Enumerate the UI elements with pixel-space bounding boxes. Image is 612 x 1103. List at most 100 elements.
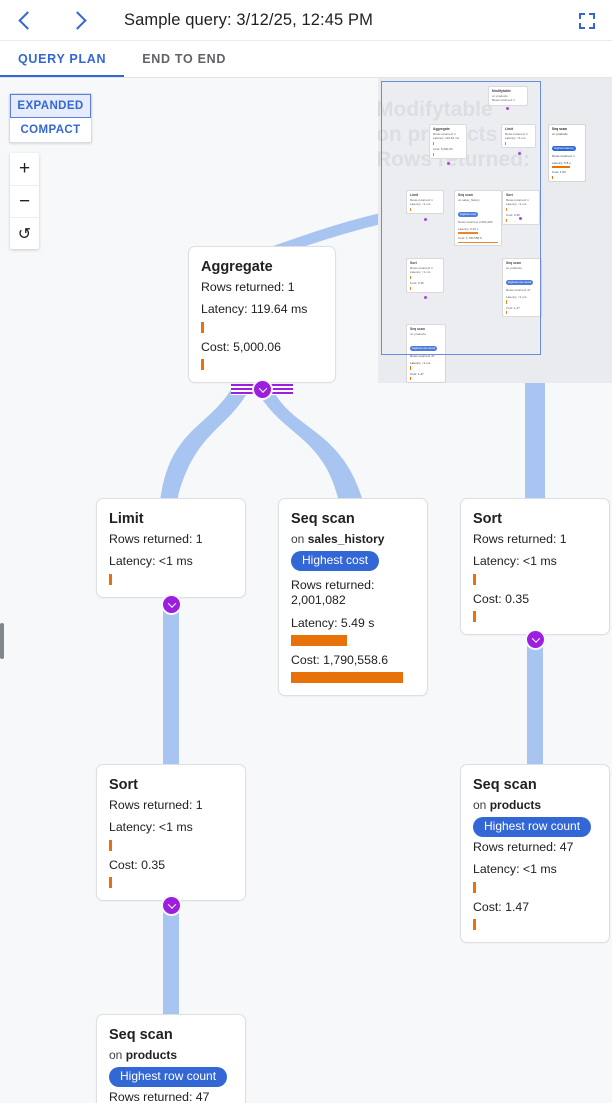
node-cost: Cost: 1,790,558.6 [291, 653, 389, 668]
minimap-node-badge: Highest row count [410, 346, 438, 351]
node-table-name: sales_history [307, 531, 385, 546]
plan-canvas[interactable]: Modifytable on products Rows returned: M… [0, 78, 612, 1103]
minimap-collapse-dot[interactable] [424, 218, 427, 221]
minimap-node-rows: Rows returned: 1 [433, 131, 456, 136]
previous-query-button[interactable] [10, 3, 44, 37]
node-table: on products [109, 1048, 233, 1062]
plan-node-seqscan-products-right[interactable]: Seq scan on products Highest row count R… [460, 764, 610, 944]
latency-bar [473, 881, 476, 893]
minimap-node-sort-left[interactable]: Sort Rows returned: 1 Latency: <1 ms Cos… [406, 258, 444, 293]
minimap-collapse-dot[interactable] [424, 296, 427, 299]
minimap-cost-bar [458, 241, 498, 244]
collapse-toggle-sort-right[interactable] [527, 631, 544, 648]
chevron-left-icon [17, 10, 37, 30]
minimap-node-sort-mid[interactable]: Sort Rows returned: 1 Latency: <1 ms Cos… [502, 190, 540, 225]
minimap-node-seqscan-sales[interactable]: Seq scan on sales_history Highest cost R… [454, 190, 502, 247]
node-cost: Cost: 5,000.06 [201, 339, 281, 354]
minimap-collapse-dot[interactable] [447, 162, 450, 165]
node-on-prefix: on [109, 1047, 123, 1062]
chevron-down-icon [167, 598, 176, 608]
node-cost: Cost: 0.35 [109, 857, 166, 872]
cost-bar [201, 358, 204, 370]
chevron-right-icon [67, 10, 87, 30]
tab-end-to-end[interactable]: END TO END [142, 52, 227, 66]
minimap-latency-bar [552, 166, 570, 169]
minimap[interactable]: Modifytable on products Rows returned: M… [378, 78, 612, 383]
minimap-node-sub: on products [492, 93, 508, 98]
plan-node-limit[interactable]: Limit Rows returned: 1 Latency: <1 ms [96, 498, 246, 598]
minimap-node-latency: Latency: 5.49 s [458, 226, 479, 231]
next-query-button[interactable] [60, 3, 94, 37]
zoom-out-button[interactable]: − [10, 185, 39, 217]
minimap-node-rows: Rows returned: 1 [506, 197, 529, 202]
reset-view-button[interactable]: ↺ [10, 217, 39, 249]
minimap-node-sub: on products [552, 131, 568, 136]
minimap-node-limit-top[interactable]: Limit Rows returned: 1 Latency: <1 ms [501, 124, 536, 149]
node-latency: Latency: <1 ms [473, 862, 557, 877]
minimap-latency-bar [506, 207, 507, 212]
minimap-node-seqscan-latency[interactable]: Seq scan on products Highest latency Row… [548, 124, 586, 182]
node-rows-returned: Rows returned: 1 [201, 279, 295, 294]
minimap-node-seqscan-products-mid[interactable]: Seq scan on products Highest row count R… [502, 258, 542, 318]
minimap-node-latency: Latency: 5.8 s [552, 160, 571, 165]
compact-mode-button[interactable]: COMPACT [20, 124, 81, 136]
minimap-collapse-dot[interactable] [519, 217, 522, 220]
fullscreen-button[interactable] [574, 8, 600, 34]
plan-node-seqscan-sales-history[interactable]: Seq scan on sales_history Highest cost R… [278, 498, 428, 697]
layout-mode-group: EXPANDED COMPACT [9, 93, 92, 143]
cost-bar [473, 919, 476, 931]
minimap-node-rows: Rows returned: 1 [410, 265, 433, 270]
latency-bar [291, 635, 347, 647]
zoom-in-button[interactable]: + [18, 158, 31, 179]
minimap-node-latency: Latency: 119.64 ms [433, 136, 459, 141]
status-badge-highest-row-count[interactable]: Highest row count [109, 1066, 228, 1088]
node-rows-returned: Rows returned: 1 [109, 797, 203, 812]
minimap-node-badge: Highest latency [552, 146, 576, 151]
minimap-collapse-dot[interactable] [506, 107, 509, 110]
expanded-mode-button[interactable]: EXPANDED [10, 94, 91, 118]
minimap-node-latency: Latency: <1 ms [410, 360, 431, 365]
collapse-toggle-aggregate[interactable] [254, 381, 271, 398]
minimap-node-badge: Highest row count [506, 280, 534, 285]
minimap-node-title: Seq scan [410, 327, 425, 331]
collapse-toggle-sort-left[interactable] [163, 897, 180, 914]
minimap-node-modifytable[interactable]: Modifytable on products Rows returned: 1 [488, 86, 528, 106]
minimap-node-cost: Cost: 1,790,558.6 [458, 236, 482, 241]
plan-node-aggregate[interactable]: Aggregate Rows returned: 1 Latency: 119.… [188, 246, 336, 383]
edge-aggregate-to-seqscan-sales [256, 388, 362, 498]
node-latency: Latency: 119.64 ms [201, 302, 308, 317]
minimap-node-aggregate[interactable]: Aggregate Rows returned: 1 Latency: 119.… [429, 124, 467, 159]
minimap-node-seqscan-products-bottom[interactable]: Seq scan on products Highest row count R… [406, 324, 446, 383]
minimap-collapse-dot[interactable] [518, 152, 521, 155]
node-table-name: products [489, 797, 542, 812]
plan-node-sort-left[interactable]: Sort Rows returned: 1 Latency: <1 ms Cos… [96, 764, 246, 901]
edge-sort-right-to-seqscan [527, 633, 543, 783]
cost-bar [291, 672, 403, 684]
latency-bar [109, 839, 112, 851]
node-rows-returned: Rows returned: 2,001,082 [291, 578, 375, 608]
node-table: on products [473, 798, 597, 812]
minimap-latency-bar [410, 275, 411, 280]
minimap-viewport-rect[interactable] [381, 81, 541, 355]
collapse-toggle-limit[interactable] [163, 596, 180, 613]
canvas-scrollbar[interactable] [0, 623, 4, 659]
latency-bar [109, 573, 112, 585]
minimap-cost-bar [410, 377, 411, 381]
plan-node-seqscan-products-bottom[interactable]: Seq scan on products Highest row count R… [96, 1014, 246, 1103]
minimap-node-title: Aggregate [433, 127, 450, 131]
plan-node-sort-right[interactable]: Sort Rows returned: 1 Latency: <1 ms Cos… [460, 498, 610, 635]
fullscreen-icon-bl [579, 23, 585, 29]
minimap-node-title: Seq scan [552, 127, 567, 131]
fullscreen-icon [579, 13, 585, 19]
status-badge-highest-cost[interactable]: Highest cost [291, 550, 380, 572]
minimap-node-cost: Cost: 1.53 [552, 170, 566, 175]
minimap-node-cost: Cost: 5,000.06 [433, 147, 453, 152]
edge-aggregate-to-limit [160, 388, 250, 503]
status-badge-highest-row-count[interactable]: Highest row count [473, 816, 592, 838]
minimap-node-latency: Latency: <1 ms [410, 270, 431, 275]
node-table-name: products [125, 1047, 178, 1062]
tab-query-plan[interactable]: QUERY PLAN [0, 41, 125, 77]
minimap-node-limit-left[interactable]: Limit Rows returned: 1 Latency: <1 ms [406, 190, 444, 215]
cost-bar [109, 876, 112, 888]
